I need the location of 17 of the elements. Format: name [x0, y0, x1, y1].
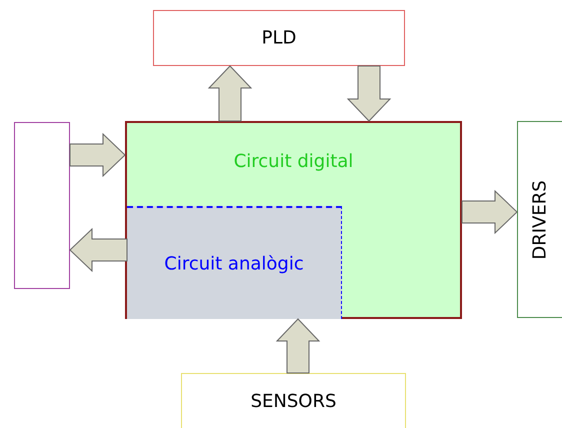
node-label: Circuit digital — [234, 151, 354, 172]
sensors-box — [181, 373, 406, 428]
block-arrow — [276, 318, 320, 374]
block-arrow — [208, 65, 252, 122]
pld-box — [153, 10, 405, 66]
block-arrow — [346, 66, 392, 122]
node-label: PLD — [262, 28, 296, 48]
drivers-box — [517, 121, 562, 318]
node-label: SENSORS — [250, 391, 336, 412]
block-arrow — [70, 132, 126, 178]
node-label: DRIVERS — [530, 180, 550, 260]
block-arrow — [462, 190, 518, 234]
analog-circuit-box — [127, 206, 342, 319]
block-arrow — [69, 228, 128, 272]
node-label: Circuit analògic — [164, 253, 304, 274]
digital-circuit-box — [125, 121, 462, 319]
interface-box — [14, 122, 70, 289]
